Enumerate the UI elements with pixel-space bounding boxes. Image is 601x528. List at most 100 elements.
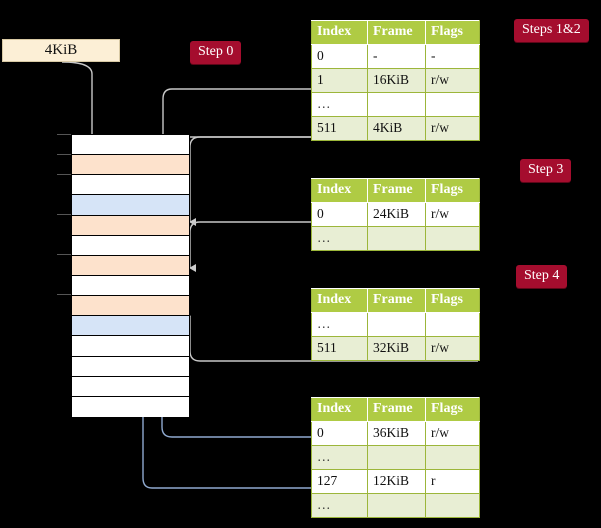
memory-frame-5 — [72, 235, 189, 256]
cell-frame: 16KiB — [367, 68, 426, 93]
cell-flags — [425, 92, 480, 117]
cell-flags: - — [425, 44, 480, 69]
cell-frame: - — [367, 44, 426, 69]
ellipsis: … — [317, 449, 332, 464]
table-row: … — [311, 226, 480, 251]
column-header-frame: Frame — [367, 178, 426, 203]
ellipsis: … — [317, 316, 332, 331]
cell-flags: r/w — [425, 336, 480, 361]
cell-frame: 32KiB — [367, 336, 426, 361]
frame-tick — [57, 294, 71, 295]
memory-frame-11 — [72, 356, 189, 377]
cell-frame — [367, 445, 426, 470]
memory-frame-12 — [72, 376, 189, 397]
cell-index: … — [311, 312, 368, 337]
column-header-frame: Frame — [367, 20, 426, 45]
memory-frame-2 — [72, 175, 189, 196]
cell-flags: r/w — [425, 421, 480, 446]
frame-tick — [57, 134, 71, 135]
cell-frame — [367, 312, 426, 337]
column-header-flags: Flags — [425, 20, 480, 45]
frame-tick — [57, 154, 71, 155]
wire-table0-to-memory-cell5 — [189, 136, 478, 226]
cell-index: 511 — [311, 336, 368, 361]
cell-flags — [425, 226, 480, 251]
step-0-label: Step 0 — [190, 41, 242, 64]
ellipsis: … — [317, 497, 332, 512]
cell-index: 127 — [311, 469, 368, 494]
cell-flags: r/w — [425, 202, 480, 227]
memory-frame-13 — [72, 396, 189, 417]
physical-memory-column — [71, 134, 190, 417]
cell-index: … — [311, 226, 368, 251]
cell-frame: 36KiB — [367, 421, 426, 446]
cell-flags: r/w — [425, 116, 480, 141]
steps-1-2-label: Steps 1&2 — [514, 19, 589, 42]
wire-table3-row127-to-memory — [137, 212, 478, 489]
wire-table1-row0-to-memory — [189, 221, 478, 272]
cell-flags: r — [425, 469, 480, 494]
table-row: … — [311, 445, 480, 470]
cell-index: … — [311, 445, 368, 470]
ellipsis: … — [317, 230, 332, 245]
cell-flags: r/w — [425, 68, 480, 93]
table-row: … — [311, 493, 480, 518]
cell-frame — [367, 92, 426, 117]
frame-tick — [57, 254, 71, 255]
column-header-index: Index — [311, 20, 368, 45]
column-header-frame: Frame — [367, 288, 426, 313]
cell-flags — [425, 312, 480, 337]
column-header-frame: Frame — [367, 397, 426, 422]
cell-index: 0 — [311, 421, 368, 446]
cell-frame: 12KiB — [367, 469, 426, 494]
step-3-label: Step 3 — [520, 159, 572, 182]
memory-frame-0 — [72, 135, 189, 156]
column-header-flags: Flags — [425, 178, 480, 203]
virtual-address-label: 4KiB — [44, 42, 78, 58]
memory-frame-7 — [72, 275, 189, 297]
column-header-flags: Flags — [425, 397, 480, 422]
memory-frame-10 — [72, 336, 189, 357]
memory-frame-1 — [72, 155, 189, 176]
memory-frame-3 — [72, 195, 189, 216]
cell-index: 1 — [311, 68, 368, 93]
memory-frame-9 — [72, 316, 189, 337]
column-header-index: Index — [311, 288, 368, 313]
table-row: … — [311, 92, 480, 117]
frame-tick — [57, 214, 71, 215]
cell-index: 0 — [311, 202, 368, 227]
cell-frame — [367, 226, 426, 251]
virtual-address-box: 4KiB — [2, 39, 120, 62]
cell-flags — [425, 493, 480, 518]
cell-index: 511 — [311, 116, 368, 141]
memory-frame-6 — [72, 255, 189, 276]
column-header-flags: Flags — [425, 288, 480, 313]
cell-frame — [367, 493, 426, 518]
step-4-label: Step 4 — [516, 265, 568, 288]
wire-table0-row1-to-memory — [162, 88, 478, 156]
memory-frame-4 — [72, 215, 189, 236]
frame-tick — [57, 174, 71, 175]
wire-table2-row511-to-memory — [184, 312, 478, 362]
memory-frame-8 — [72, 296, 189, 317]
cell-index: 0 — [311, 44, 368, 69]
column-header-index: Index — [311, 397, 368, 422]
ellipsis: … — [317, 96, 332, 111]
cell-frame: 4KiB — [367, 116, 426, 141]
cell-index: … — [311, 92, 368, 117]
cell-index: … — [311, 493, 368, 518]
